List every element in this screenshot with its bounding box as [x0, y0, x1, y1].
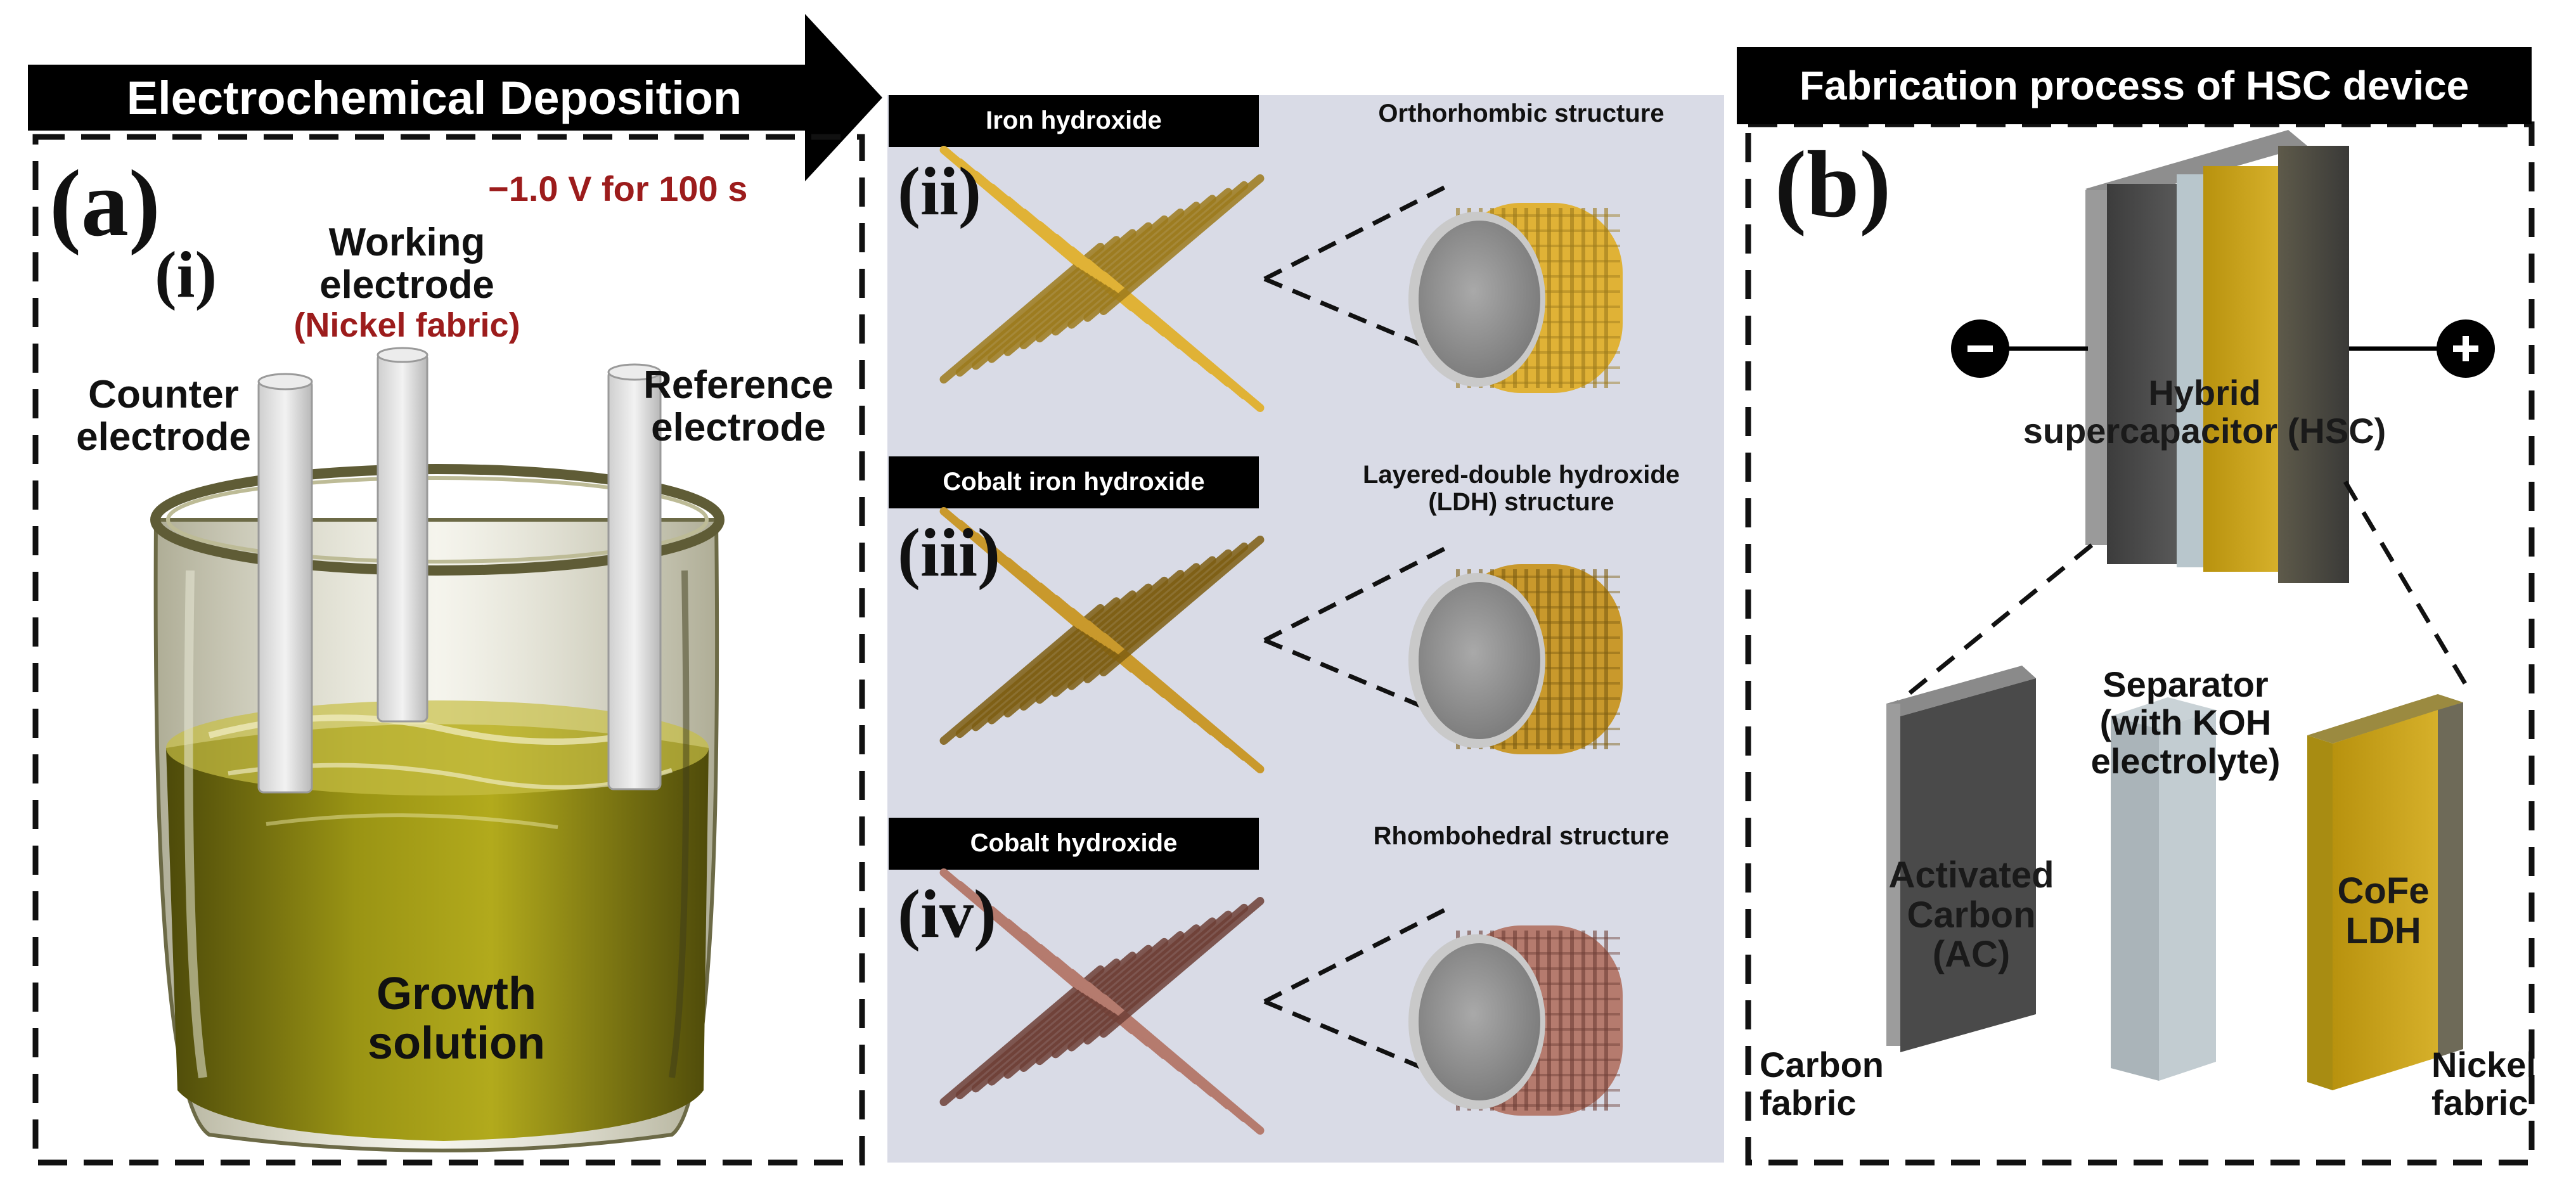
exploded-cofe-ldh	[2307, 694, 2463, 1090]
working-electrode-material: (Nickel fabric)	[293, 306, 520, 344]
electrochemical-deposition-banner: Electrochemical Deposition	[38, 65, 830, 131]
counter-electrode-line2: electrode	[76, 415, 251, 459]
cofe-ldh-line2: LDH	[2345, 910, 2421, 951]
panel-b-letter: (b)	[1775, 132, 1891, 237]
carbon-fabric-layer	[2085, 190, 2107, 545]
fabric-mesh-icon	[939, 146, 1265, 412]
exploded-activated-carbon	[1886, 666, 2036, 1052]
working-electrode-label: Working electrode (Nickel fabric)	[293, 221, 520, 344]
material-row	[889, 456, 1623, 773]
hsc-device-line1: Hybrid	[2148, 373, 2261, 413]
cofe-ldh-label: CoFe LDH	[2337, 870, 2430, 951]
material-title-bar	[889, 95, 1259, 147]
panel-middle	[887, 95, 1724, 1163]
exploded-separator	[2111, 697, 2216, 1081]
nickel-fabric-layer	[2278, 146, 2349, 583]
cofe-ldh-layer	[2203, 166, 2278, 572]
material-title: Iron hydroxide	[986, 106, 1162, 135]
row-numeral: (iii)	[898, 515, 1000, 591]
activated-carbon-label: Activated Carbon (AC)	[1888, 854, 2054, 976]
reference-electrode-line2: electrode	[651, 405, 826, 449]
hsc-device-assembled	[1951, 130, 2495, 583]
coated-fiber-icon	[1408, 564, 1623, 754]
counter-electrode-label: Counter electrode	[76, 373, 251, 459]
material-title-bar	[889, 818, 1259, 870]
material-row	[889, 95, 1623, 412]
structure-label: Orthorhombic structure	[1378, 100, 1664, 127]
reference-electrode-line1: Reference	[643, 363, 834, 407]
separator-line2: (with KOH	[2099, 702, 2272, 743]
coated-fiber-icon	[1408, 203, 1623, 393]
reference-electrode-rod	[607, 363, 662, 790]
working-electrode-rod	[377, 347, 428, 723]
activated-carbon-line1: Activated	[1888, 854, 2054, 896]
nickel-fabric-line1: Nickel	[2431, 1045, 2536, 1085]
separator-line1: Separator	[2103, 664, 2269, 704]
hsc-device-line2: supercapacitor (HSC)	[2023, 411, 2386, 451]
structure-label-line1: Rhombohedral structure	[1373, 822, 1670, 850]
fabric-mesh-icon	[939, 868, 1265, 1135]
growth-solution-line1: Growth	[377, 969, 536, 1019]
structure-label-line1: Orthorhombic structure	[1378, 100, 1665, 127]
separator-label: Separator (with KOH electrolyte)	[2090, 664, 2281, 781]
carbon-fabric-line1: Carbon	[1760, 1045, 1884, 1085]
activated-carbon-layer	[2107, 184, 2177, 564]
working-electrode-line2: electrode	[319, 262, 494, 307]
nickel-fabric-label: Nickel fabric	[2431, 1045, 2536, 1123]
hsc-device-label: Hybrid supercapacitor (HSC)	[2023, 373, 2386, 451]
material-row	[889, 818, 1623, 1135]
carbon-fabric-label: Carbon fabric	[1760, 1045, 1884, 1123]
row-numeral: (ii)	[898, 154, 981, 229]
structure-label-line1: Layered-double hydroxide	[1362, 461, 1680, 489]
activated-carbon-line3: (AC)	[1932, 934, 2011, 976]
structure-label-line2: (LDH) structure	[1428, 488, 1614, 517]
structure-label: Layered-double hydroxide(LDH) structure	[1363, 461, 1680, 516]
panel-a-letter: (a)	[49, 151, 160, 256]
coated-fiber-icon	[1408, 925, 1623, 1116]
growth-solution-liquid	[166, 724, 709, 1141]
fabric-mesh-icon	[939, 507, 1265, 773]
cofe-ldh-line1: CoFe	[2337, 870, 2430, 912]
growth-solution-label: Growth solution	[368, 969, 545, 1069]
reference-electrode-label: Reference electrode	[643, 364, 834, 449]
activated-carbon-line2: Carbon	[1907, 894, 2036, 936]
row-numeral: (iv)	[898, 877, 996, 952]
working-electrode-line1: Working	[328, 221, 486, 264]
growth-solution-line2: solution	[368, 1017, 545, 1069]
fabrication-process-banner: Fabrication process of HSC device	[1737, 47, 2532, 124]
counter-electrode-rod	[257, 373, 313, 794]
counter-electrode-line1: Counter	[88, 373, 239, 416]
panel-a-sub-label: (i)	[155, 238, 217, 311]
separator-layer	[2177, 174, 2203, 567]
structure-label: Rhombohedral structure	[1373, 822, 1670, 850]
material-title: Cobalt iron hydroxide	[943, 468, 1205, 496]
separator-line3: electrolyte)	[2090, 740, 2281, 781]
panel-a-border	[32, 134, 865, 1166]
panel-b	[1737, 47, 2535, 1166]
panel-a	[28, 14, 882, 1166]
nickel-fabric-line2: fabric	[2431, 1083, 2528, 1123]
material-title-bar	[889, 456, 1259, 508]
carbon-fabric-line2: fabric	[1760, 1083, 1857, 1123]
material-title: Cobalt hydroxide	[970, 829, 1178, 858]
panel-b-border	[1745, 121, 2535, 1166]
deposition-voltage: −1.0 V for 100 s	[488, 169, 748, 209]
